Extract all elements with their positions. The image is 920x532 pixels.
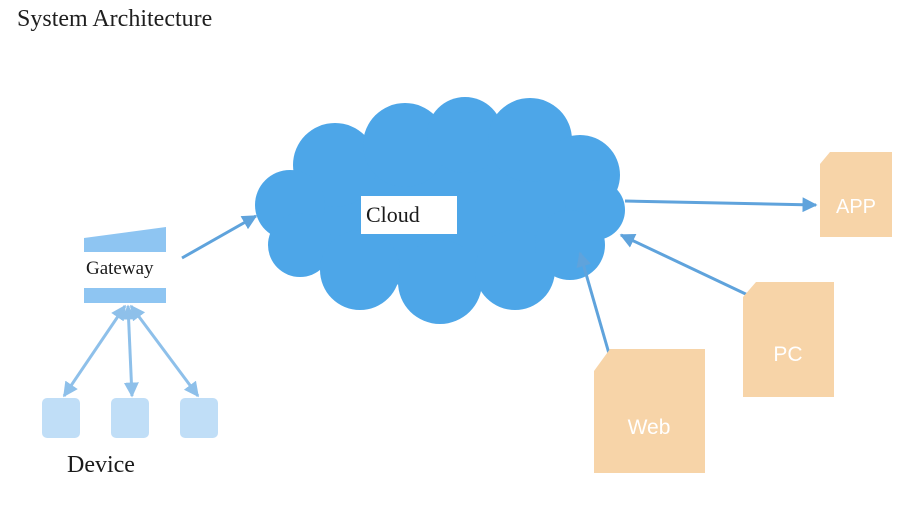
device-node-1 bbox=[42, 398, 80, 438]
pc-label: PC bbox=[773, 343, 802, 366]
app-shape bbox=[820, 152, 892, 237]
pc-shape bbox=[743, 282, 834, 397]
app-node: APP bbox=[820, 152, 892, 237]
pc-node: PC bbox=[743, 282, 834, 397]
edge-cloud-app bbox=[624, 197, 818, 213]
cloud-label: Cloud bbox=[366, 202, 420, 227]
edge-gateway-device-2 bbox=[121, 304, 139, 398]
cloud-label-box bbox=[361, 196, 457, 234]
edge-gateway-cloud bbox=[181, 214, 258, 260]
edge-pc-cloud bbox=[619, 233, 753, 299]
gateway-node: Gateway bbox=[84, 227, 166, 303]
web-node: Web bbox=[594, 349, 705, 473]
gateway-body bbox=[84, 252, 166, 282]
diagram-title: System Architecture bbox=[17, 6, 213, 32]
app-label: APP bbox=[836, 196, 876, 218]
gateway-label: Gateway bbox=[86, 258, 154, 279]
device-node-2 bbox=[111, 398, 149, 438]
device-label: Device bbox=[67, 452, 135, 478]
gateway-bottom-band bbox=[84, 288, 166, 303]
device-node-3 bbox=[180, 398, 218, 438]
cloud-node: Cloud bbox=[255, 97, 625, 324]
edge-gateway-device-1 bbox=[62, 304, 127, 398]
edge-web-cloud bbox=[576, 251, 612, 358]
gateway-top-band bbox=[84, 227, 166, 252]
devices-group: Device bbox=[42, 398, 218, 478]
edge-gateway-device-3 bbox=[129, 304, 200, 398]
web-label: Web bbox=[628, 416, 671, 439]
web-shape bbox=[594, 349, 705, 473]
